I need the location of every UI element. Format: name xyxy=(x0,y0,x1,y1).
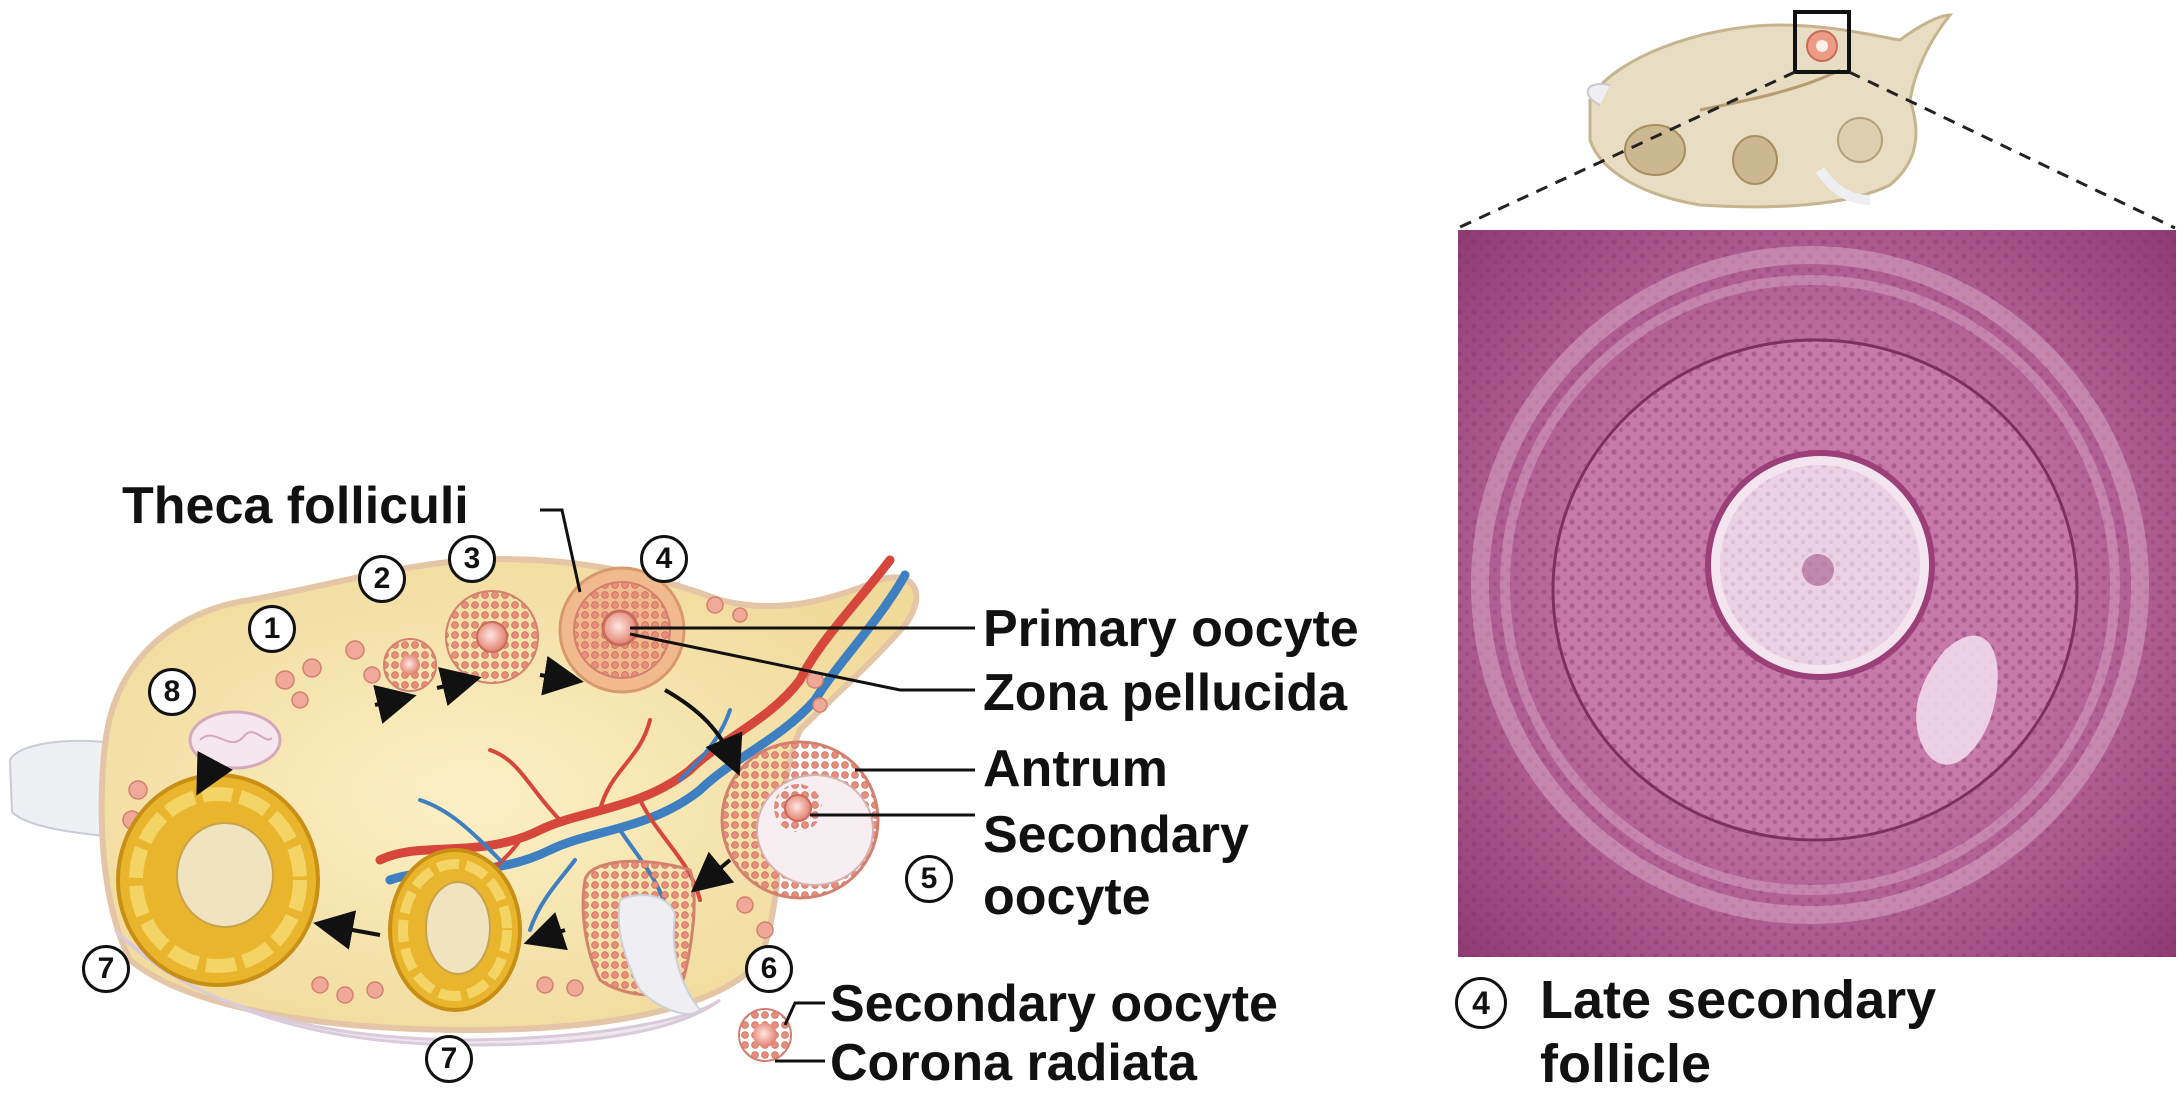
zoom-lines xyxy=(1457,70,2176,230)
stage-marker-2: 2 xyxy=(358,555,406,603)
stage-marker-7-left: 7 xyxy=(82,945,130,993)
ovary-base xyxy=(113,928,721,1047)
stage-marker-8: 8 xyxy=(148,668,196,716)
released-oocyte xyxy=(738,1008,792,1062)
leader-lines xyxy=(540,508,975,1063)
early-secondary-follicle xyxy=(445,590,539,684)
caption-line2: follicle xyxy=(1540,1034,1712,1094)
caption-stage-marker: 4 xyxy=(1455,977,1507,1029)
label-secondary-oocyte-line1: Secondary xyxy=(983,806,1249,864)
development-arrows xyxy=(196,655,743,951)
stage-marker-4: 4 xyxy=(640,535,688,583)
label-primary-oocyte: Primary oocyte xyxy=(983,600,1359,658)
label-corona-radiata: Corona radiata xyxy=(830,1034,1197,1092)
stage-marker-6: 6 xyxy=(745,945,793,993)
micrograph xyxy=(1458,230,2176,957)
corpus-luteum-developing xyxy=(388,848,522,1012)
label-theca-folliculi: Theca folliculi xyxy=(122,477,469,535)
caption-line1: Late secondary xyxy=(1540,970,1937,1030)
label-zona-pellucida: Zona pellucida xyxy=(983,664,1348,722)
late-secondary-follicle xyxy=(558,566,686,694)
stage-marker-7-bottom: 7 xyxy=(425,1035,473,1083)
micrograph-theca xyxy=(1471,246,2149,924)
label-antrum: Antrum xyxy=(983,740,1168,798)
corpus-luteum-large xyxy=(116,773,320,987)
stage-marker-5: 5 xyxy=(905,855,953,903)
label-secondary-oocyte-bottom: Secondary oocyte xyxy=(830,975,1278,1033)
stage-marker-3: 3 xyxy=(448,535,496,583)
ovulation-site xyxy=(581,859,702,1015)
micrograph-antrum xyxy=(1916,635,1998,765)
primary-follicle xyxy=(383,638,437,692)
inset-ovary-thumbnail xyxy=(1586,10,1954,209)
vesicular-follicle xyxy=(720,740,880,900)
label-secondary-oocyte-line2: oocyte xyxy=(983,868,1151,926)
stage-marker-1: 1 xyxy=(248,605,296,653)
inset-highlight-box xyxy=(1793,10,1851,74)
corpus-albicans xyxy=(188,710,282,770)
